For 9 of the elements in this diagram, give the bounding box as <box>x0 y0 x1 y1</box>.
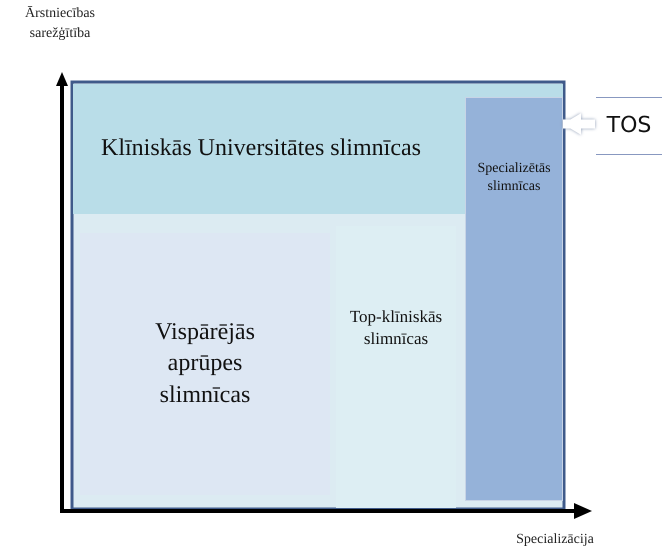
node-text: Vispārējās aprūpes slimnīcas <box>154 318 256 410</box>
node-text: Top-klīniskās slimnīcas <box>348 306 444 350</box>
hospital-column <box>465 97 563 501</box>
axis-label: Ārstniecības sarežģītība <box>24 5 96 43</box>
hospital-box <box>596 97 662 155</box>
node-text: Klīniskās Universitātes slimnīcas <box>101 134 421 164</box>
axis-label: Specializācija <box>515 531 595 549</box>
node-text: TOS <box>606 112 652 140</box>
node-text: Specializētās slimnīcas <box>476 160 552 196</box>
